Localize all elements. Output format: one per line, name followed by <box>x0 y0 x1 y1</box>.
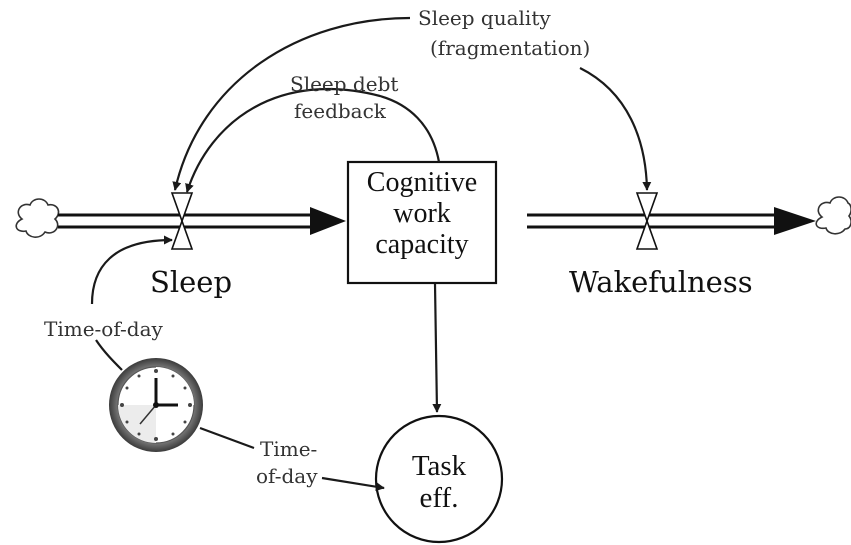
wakefulness-flow-label: Wakefulness <box>569 265 753 299</box>
time-of-day-task-line2: of-day <box>256 464 318 488</box>
sleep-quality-to-wakefulness-link <box>579 67 652 191</box>
task-efficiency-label: Task eff. <box>376 450 502 514</box>
sleep-flow-arrowhead <box>310 207 346 235</box>
clock-to-task-link-lower <box>321 476 385 492</box>
capacity-to-task-link <box>432 283 442 413</box>
sleep-debt-label-line1: Sleep debt <box>290 72 399 96</box>
time-of-day-task-label: Time- <box>260 437 317 462</box>
clock-icon <box>109 358 203 452</box>
sleep-quality-label: Sleep quality <box>418 6 551 31</box>
sleep-valve-icon <box>170 192 194 250</box>
time-of-day-to-sleep-link <box>90 235 173 305</box>
clock-to-task-link-upper <box>199 426 255 450</box>
time-of-day-sleep-label: Time-of-day <box>44 317 163 341</box>
sleep-quality-label-line2: (fragmentation) <box>430 36 591 60</box>
stock-label-line1: Cognitive <box>366 167 478 198</box>
stock-label: Cognitive work capacity <box>348 167 496 260</box>
sleep-quality-label-sub: (fragmentation) <box>430 36 590 61</box>
wakefulness-valve-icon <box>635 192 659 250</box>
source-cloud-icon <box>15 198 60 238</box>
sleep-debt-label-sub: feedback <box>294 99 386 124</box>
sleep-flow-label: Sleep <box>150 265 233 299</box>
cognitive-capacity-stock <box>346 160 498 285</box>
time-of-day-to-clock-link <box>95 339 123 371</box>
task-efficiency-line1: Task <box>411 450 467 482</box>
stock-label-line3: capacity <box>375 229 469 260</box>
sink-cloud-icon <box>815 196 851 235</box>
sleep-quality-to-sleep-link <box>172 16 411 191</box>
task-efficiency-node <box>374 414 504 544</box>
wakefulness-flow-arrowhead <box>774 207 816 235</box>
sleep-quality-label-line1: Sleep quality <box>418 6 551 30</box>
time-of-day-task-line1: Time- <box>260 437 318 461</box>
sleep-debt-feedback-link <box>185 87 441 193</box>
time-of-day-task-label-sub: of-day <box>256 464 318 489</box>
stock-label-line2: work <box>393 198 451 229</box>
wakefulness-flow-pipe <box>527 207 816 235</box>
sleep-debt-label-line2: feedback <box>294 99 386 123</box>
sleep-flow-pipe <box>58 207 346 235</box>
task-efficiency-line2: eff. <box>419 482 459 514</box>
sleep-debt-label: Sleep debt <box>290 72 398 97</box>
